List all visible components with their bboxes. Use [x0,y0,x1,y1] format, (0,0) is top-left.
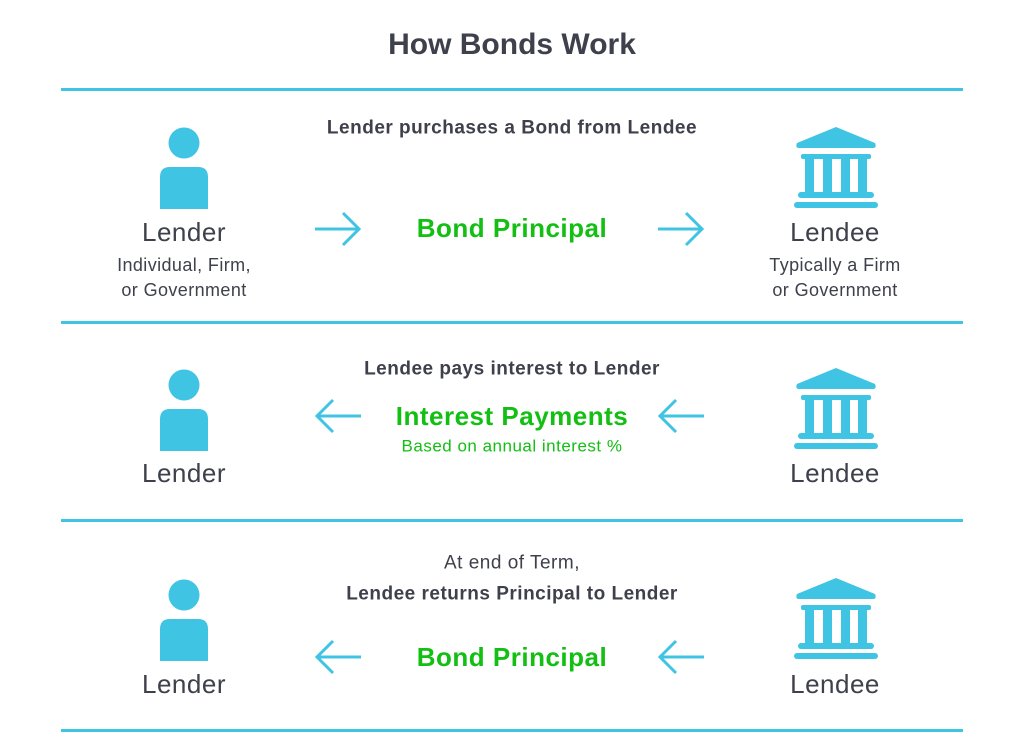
divider [61,519,963,522]
divider [61,321,963,324]
lender-desc: or Government [121,280,247,300]
arrow-left-icon [314,398,362,434]
arrow-right-icon [314,211,362,247]
lendee-desc: or Government [772,280,898,300]
section-caption: Lendee returns Principal to Lender [346,583,678,605]
flow-label: Bond Principal [416,642,608,672]
bank-icon [794,577,878,661]
person-icon [159,369,209,451]
bank-icon [794,126,878,210]
flow-label: Interest Payments [395,401,629,431]
lendee-label: Lendee [790,458,880,488]
flow-label: Bond Principal [416,213,608,243]
lendee-label: Lendee [790,217,880,247]
arrow-right-icon [657,211,705,247]
lender-label: Lender [142,669,226,699]
flow-note: Based on annual interest % [401,436,623,456]
arrow-left-icon [657,398,705,434]
section-caption-line1: At end of Term, [444,552,580,574]
person-icon [159,579,209,661]
lender-desc: Individual, Firm, [117,255,251,275]
arrow-left-icon [657,639,705,675]
person-icon [159,127,209,209]
lender-label: Lender [142,458,226,488]
divider [61,729,963,732]
section-caption: Lendee pays interest to Lender [364,358,660,380]
bank-icon [794,367,878,451]
section-caption: Lender purchases a Bond from Lendee [326,117,698,139]
arrow-left-icon [314,639,362,675]
lendee-label: Lendee [790,669,880,699]
lendee-desc: Typically a Firm [769,255,901,275]
divider [61,88,963,91]
page-title: How Bonds Work [388,28,636,61]
lender-label: Lender [142,217,226,247]
